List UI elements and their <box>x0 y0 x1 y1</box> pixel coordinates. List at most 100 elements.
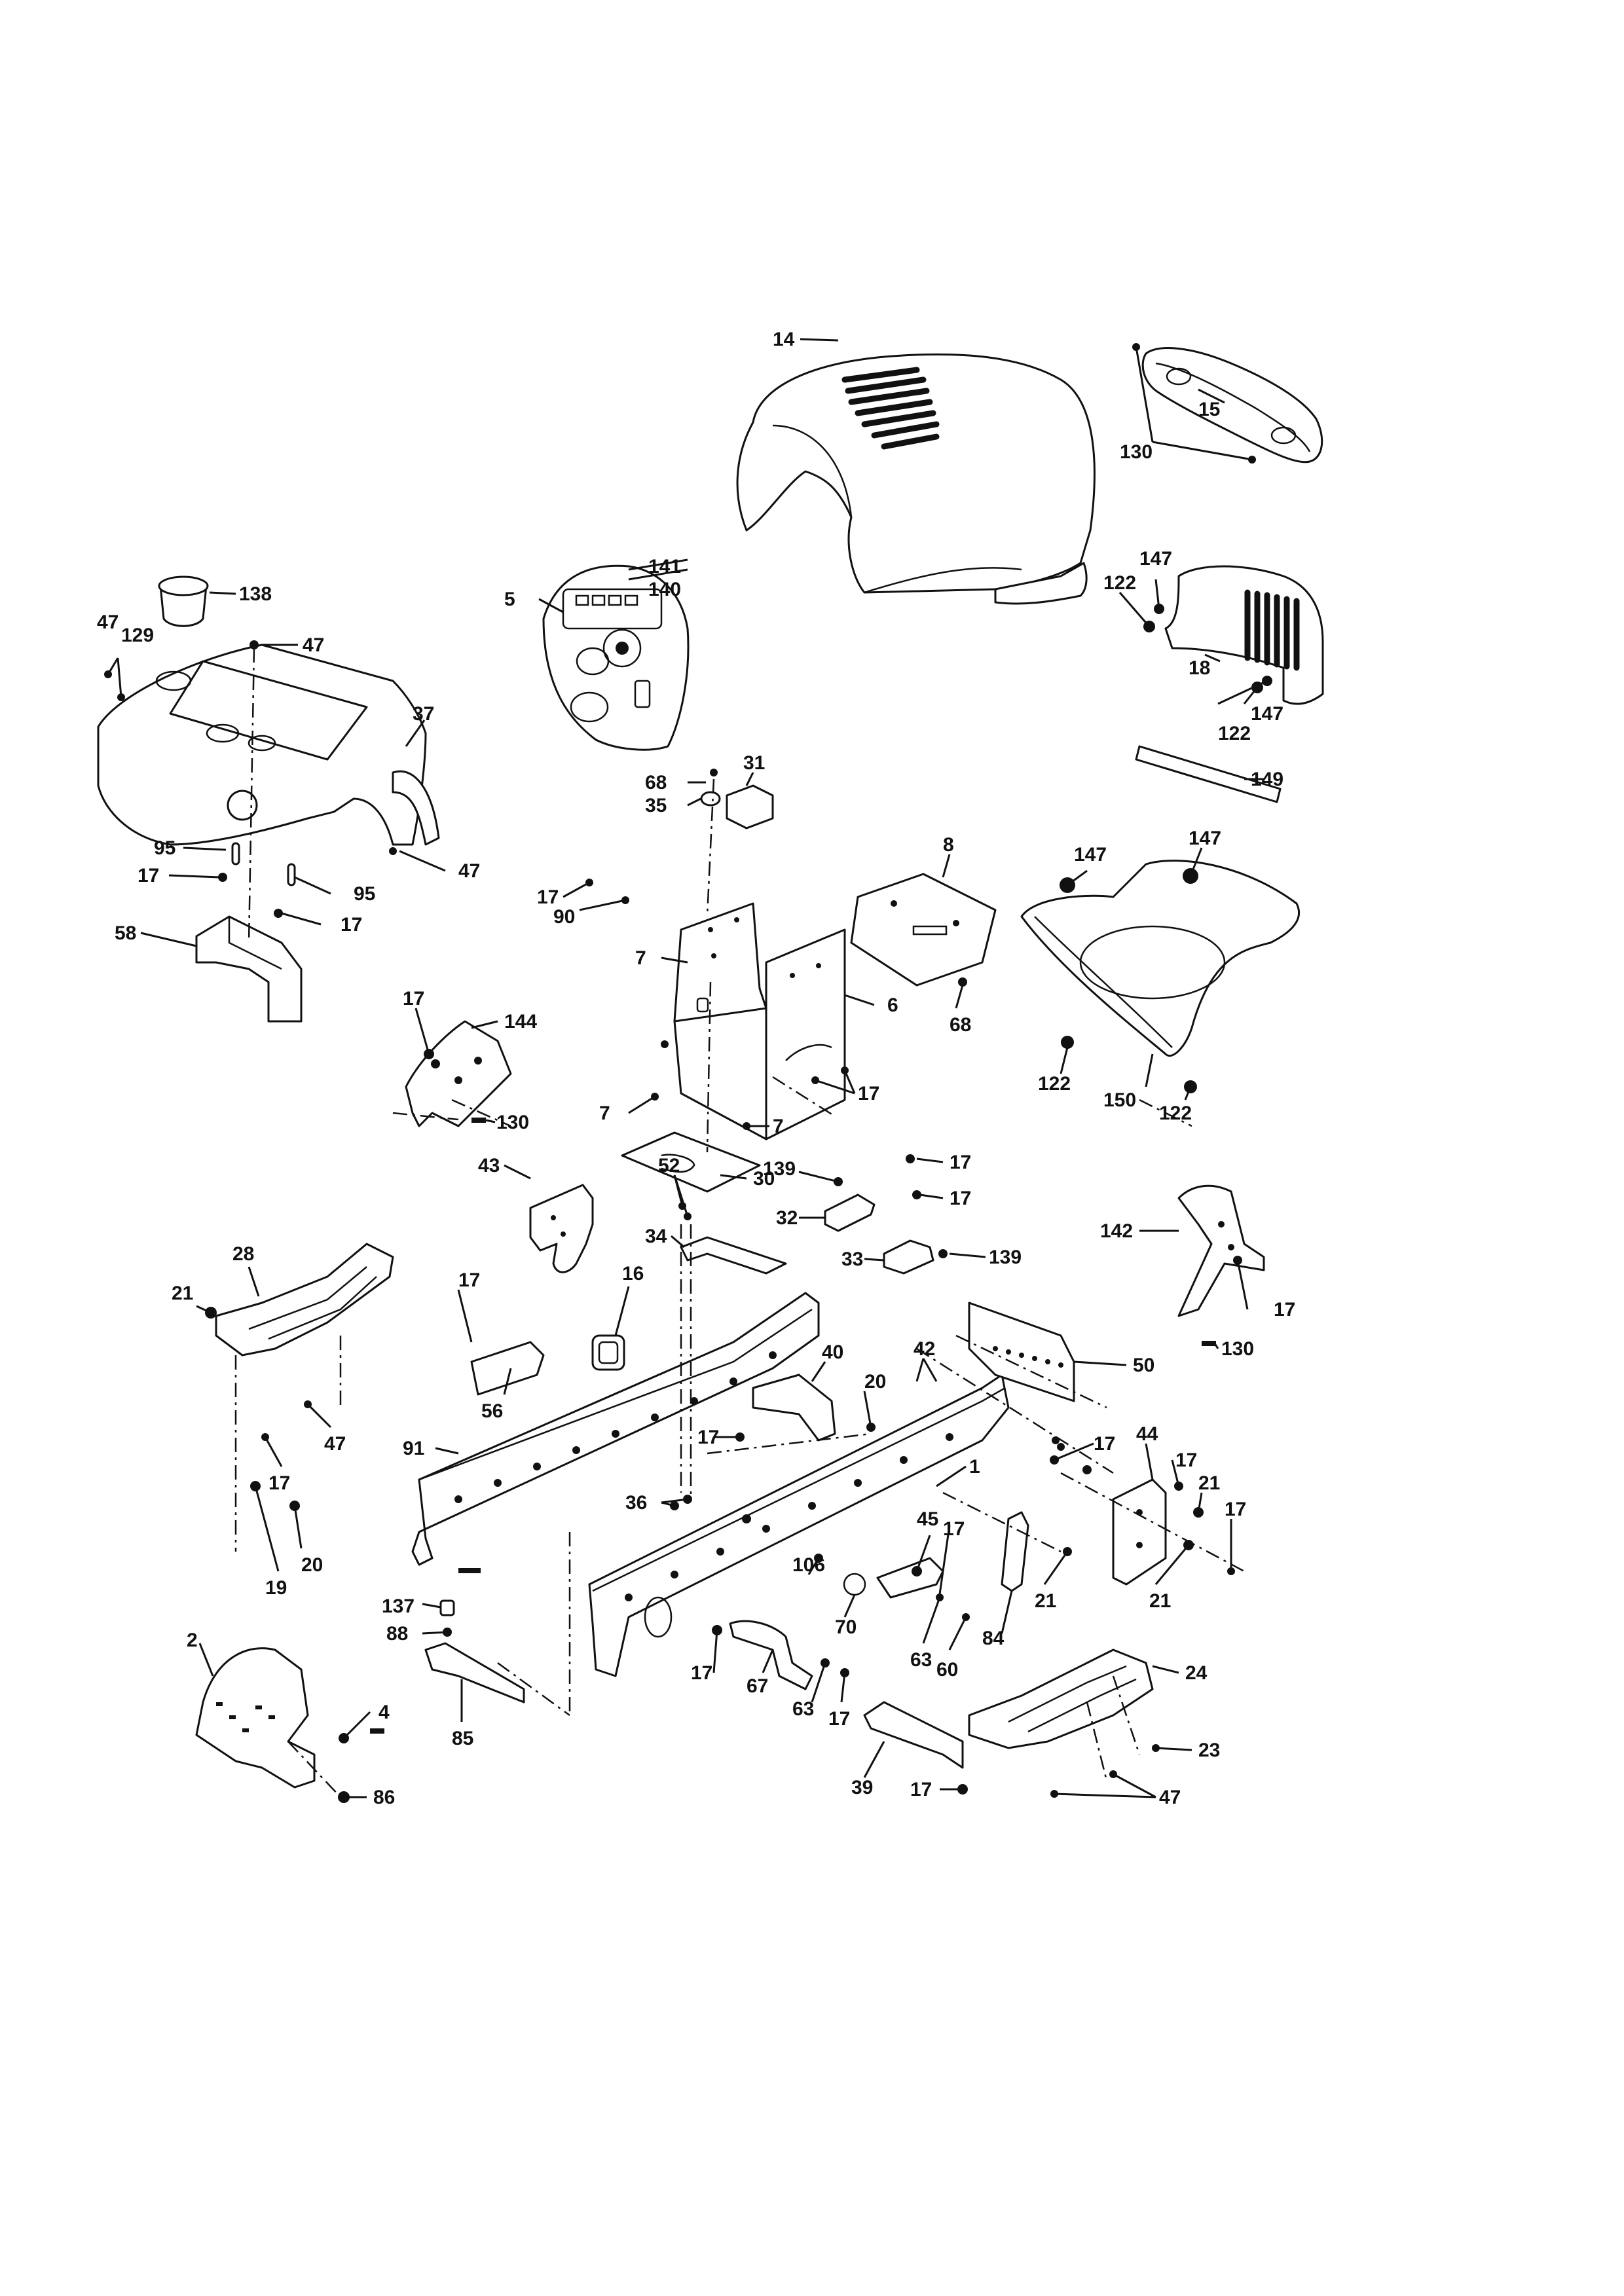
callout-19: 19 <box>265 1577 287 1599</box>
leader-lines <box>107 338 1268 1798</box>
hood-part-14 <box>736 353 1096 605</box>
callout-130: 130 <box>496 1112 529 1133</box>
callout-17: 17 <box>458 1269 480 1291</box>
callout-84: 84 <box>982 1628 1005 1649</box>
bracket-part-144 <box>392 1020 512 1127</box>
cup-holder-part-138 <box>158 575 209 627</box>
callout-21: 21 <box>172 1283 193 1304</box>
callout-18: 18 <box>1189 657 1210 679</box>
callout-35: 35 <box>645 795 667 816</box>
frame-rail-part-91 <box>411 1292 820 1566</box>
callout-90: 90 <box>553 906 575 928</box>
callout-20: 20 <box>864 1371 886 1393</box>
callout-24: 24 <box>1185 1662 1208 1684</box>
callout-47: 47 <box>303 634 324 656</box>
callout-149: 149 <box>1251 769 1283 790</box>
callout-139: 139 <box>763 1158 796 1180</box>
bracket-part-84 <box>1001 1511 1072 1592</box>
callout-141: 141 <box>648 556 681 577</box>
callout-2: 2 <box>187 1630 198 1651</box>
callout-68: 68 <box>645 772 667 793</box>
callout-47: 47 <box>1159 1787 1181 1808</box>
callout-8: 8 <box>943 834 954 856</box>
callout-28: 28 <box>232 1243 254 1265</box>
callout-17: 17 <box>828 1708 850 1730</box>
fender-part-150 <box>1020 860 1301 1093</box>
callout-30: 30 <box>753 1168 775 1190</box>
callout-36: 36 <box>625 1492 647 1514</box>
callout-4: 4 <box>378 1702 390 1723</box>
callout-17: 17 <box>950 1188 971 1209</box>
strip-part-149 <box>1135 745 1282 803</box>
link-part-45 <box>843 1557 970 1621</box>
callout-147: 147 <box>1189 828 1221 849</box>
callout-15: 15 <box>1198 399 1220 420</box>
callout-5: 5 <box>504 589 515 610</box>
callout-129: 129 <box>121 625 154 646</box>
callout-122: 122 <box>1038 1073 1071 1095</box>
callout-106: 106 <box>792 1554 825 1576</box>
callout-17: 17 <box>537 886 559 908</box>
callout-85: 85 <box>452 1728 473 1749</box>
bracket-part-58 <box>195 842 303 1023</box>
callout-142: 142 <box>1100 1220 1133 1242</box>
callout-17: 17 <box>691 1662 712 1684</box>
footrest-part-24 <box>968 1649 1160 1798</box>
callout-37: 37 <box>413 703 434 725</box>
callout-147: 147 <box>1139 548 1172 570</box>
callout-63: 63 <box>910 1649 932 1671</box>
callout-70: 70 <box>835 1616 857 1638</box>
grille-part-18 <box>1143 565 1324 705</box>
callout-21: 21 <box>1198 1472 1220 1494</box>
callout-58: 58 <box>115 922 136 944</box>
callout-17: 17 <box>697 1427 719 1448</box>
callout-95: 95 <box>354 883 375 905</box>
callout-21: 21 <box>1035 1590 1056 1612</box>
callout-147: 147 <box>1074 844 1107 866</box>
bracket-part-31 <box>700 769 774 829</box>
callout-60: 60 <box>936 1659 958 1681</box>
callout-6: 6 <box>887 994 898 1016</box>
callout-17: 17 <box>943 1518 965 1540</box>
callout-23: 23 <box>1198 1740 1220 1761</box>
dash-cover-part-37 <box>97 640 440 855</box>
callout-63: 63 <box>792 1698 814 1720</box>
callout-138: 138 <box>239 583 272 605</box>
callout-137: 137 <box>382 1595 415 1617</box>
callout-34: 34 <box>645 1226 667 1247</box>
grommet-part-16 <box>591 1334 625 1371</box>
callout-17: 17 <box>138 865 159 886</box>
callout-122: 122 <box>1159 1102 1192 1124</box>
callout-44: 44 <box>1136 1423 1158 1445</box>
callout-17: 17 <box>1274 1299 1295 1321</box>
callout-139: 139 <box>989 1247 1022 1268</box>
callout-7: 7 <box>599 1102 610 1124</box>
bracket-part-43 <box>529 1184 594 1273</box>
callout-122: 122 <box>1103 572 1136 594</box>
callout-147: 147 <box>1251 703 1283 725</box>
callout-17: 17 <box>403 988 424 1010</box>
bottom-plate-part-30 <box>621 1093 761 1193</box>
frame-rail-part-1 <box>588 1374 1010 1677</box>
callout-17: 17 <box>858 1083 879 1104</box>
callout-43: 43 <box>478 1155 500 1176</box>
callout-91: 91 <box>403 1438 424 1459</box>
callout-32: 32 <box>776 1207 798 1229</box>
callout-50: 50 <box>1133 1355 1154 1376</box>
bracket-part-34 <box>678 1202 787 1275</box>
footrest-part-28 <box>205 1243 394 1357</box>
callout-17: 17 <box>950 1152 971 1173</box>
callout-144: 144 <box>504 1011 537 1032</box>
bracket-part-44 <box>1112 1478 1235 1586</box>
bracket-part-32 <box>824 1177 876 1232</box>
callout-14: 14 <box>773 329 795 350</box>
callout-88: 88 <box>386 1623 408 1645</box>
callout-17: 17 <box>268 1472 290 1494</box>
callout-labels: 14 15 130 138 141 140 5 47 129 47 37 147… <box>97 329 1295 1808</box>
callout-67: 67 <box>747 1675 768 1697</box>
bracket-part-85 <box>424 1599 525 1704</box>
callout-39: 39 <box>851 1777 873 1798</box>
callout-40: 40 <box>822 1341 843 1363</box>
callout-17: 17 <box>1175 1449 1197 1471</box>
